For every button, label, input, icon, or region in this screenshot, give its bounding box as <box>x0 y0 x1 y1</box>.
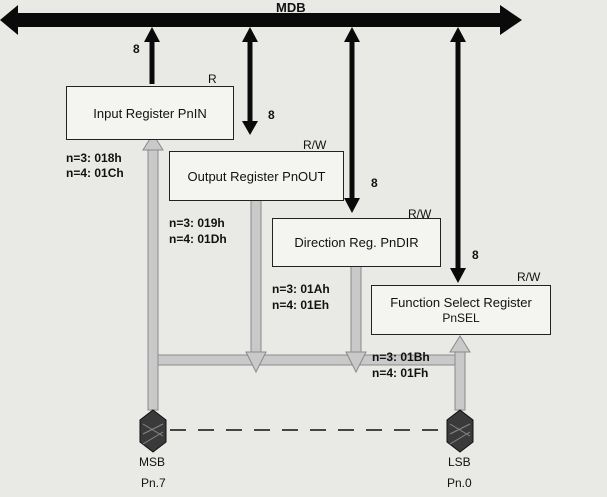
bus-width-pndir: 8 <box>371 176 378 190</box>
addr-pnin-n3: n=3: 018h <box>66 151 122 165</box>
lsb-pin-label: Pn.0 <box>447 476 472 490</box>
signal-path <box>142 133 471 411</box>
register-pnout-name: Output Register PnOUT <box>187 168 326 184</box>
register-pnsel-name: Function Select Register <box>390 295 532 310</box>
bus-connector-pndir <box>344 27 360 213</box>
lsb-label: LSB <box>448 455 471 469</box>
addr-pnout-n3: n=3: 019h <box>169 216 225 230</box>
mdb-label: MDB <box>276 0 306 15</box>
access-pnout: R/W <box>303 138 327 152</box>
addr-pnsel-n4: n=4: 01Fh <box>372 366 429 380</box>
register-pndir: Direction Reg. PnDIR <box>272 218 441 267</box>
register-pndir-name: Direction Reg. PnDIR <box>294 235 419 250</box>
bus-connector-pnout <box>242 27 258 135</box>
msb-pin-label: Pn.7 <box>141 476 166 490</box>
addr-pndir-n4: n=4: 01Eh <box>272 298 330 312</box>
pin-lsb-icon <box>446 409 474 453</box>
bus-connector-pnsel <box>450 27 466 283</box>
addr-pnin-n4: n=4: 01Ch <box>66 166 124 180</box>
addr-pndir-n3: n=3: 01Ah <box>272 282 330 296</box>
addr-pnsel-n3: n=3: 01Bh <box>372 350 430 364</box>
access-pnin: R <box>208 72 217 86</box>
register-pnsel-name2: PnSEL <box>442 311 480 325</box>
register-pnout: Output Register PnOUT <box>169 151 344 201</box>
addr-pnout-n4: n=4: 01Dh <box>169 232 227 246</box>
register-pnsel: Function Select Register PnSEL <box>371 285 551 335</box>
pin-msb-icon <box>139 409 167 453</box>
mdb-bus <box>0 5 522 35</box>
bus-width-pnout: 8 <box>268 108 275 122</box>
register-pnin: Input Register PnIN <box>66 86 234 140</box>
access-pndir: R/W <box>408 207 432 221</box>
bus-connector-pnin <box>144 27 160 84</box>
register-pnin-name: Input Register PnIN <box>93 105 207 121</box>
msb-label: MSB <box>139 455 166 469</box>
bus-width-pnsel: 8 <box>472 248 479 262</box>
access-pnsel: R/W <box>517 270 541 284</box>
bus-width-pnin: 8 <box>133 42 140 56</box>
